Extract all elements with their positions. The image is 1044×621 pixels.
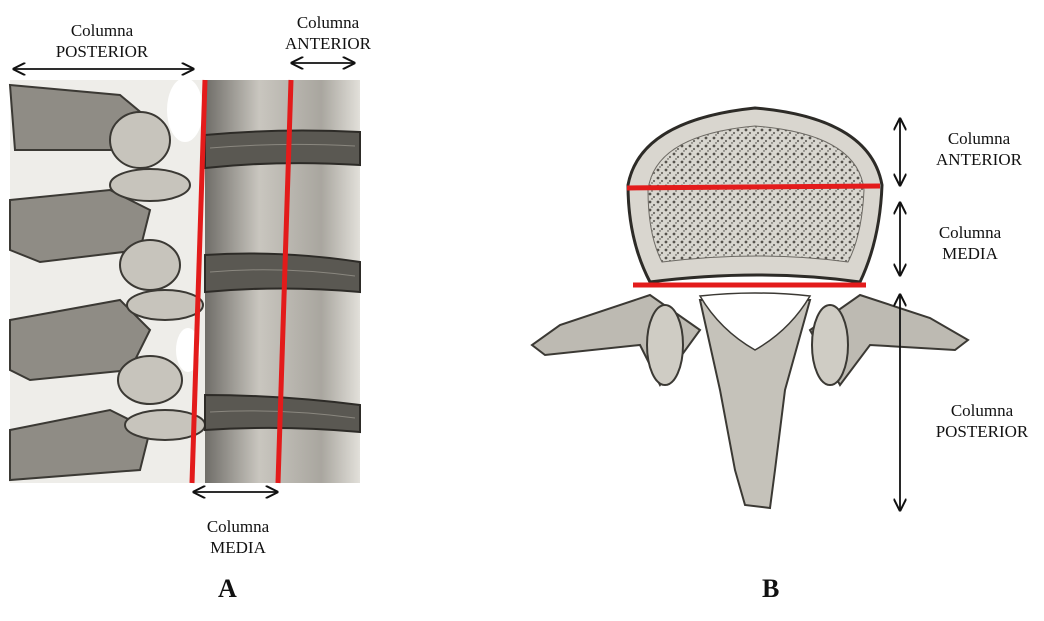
label-a-anterior: Columna ANTERIOR: [272, 12, 384, 54]
label-b-posterior-name: POSTERIOR: [924, 421, 1040, 442]
label-b-media-word: Columna: [920, 222, 1020, 243]
label-a-posterior: Columna POSTERIOR: [24, 20, 180, 62]
panel-label-b: B: [762, 574, 779, 604]
label-a-posterior-name: POSTERIOR: [24, 41, 180, 62]
label-b-posterior-word: Columna: [924, 400, 1040, 421]
label-a-media: Columna MEDIA: [188, 516, 288, 558]
label-b-media: Columna MEDIA: [920, 222, 1020, 264]
label-a-media-word: Columna: [188, 516, 288, 537]
label-b-anterior-word: Columna: [922, 128, 1036, 149]
label-b-media-name: MEDIA: [920, 243, 1020, 264]
label-b-posterior: Columna POSTERIOR: [924, 400, 1040, 442]
label-a-anterior-name: ANTERIOR: [272, 33, 384, 54]
axial-vertebra-illustration: [532, 108, 968, 508]
anterior-media-divider-b: [627, 186, 880, 188]
label-b-anterior-name: ANTERIOR: [922, 149, 1036, 170]
lateral-spine-illustration: [10, 78, 360, 483]
label-a-posterior-word: Columna: [24, 20, 180, 41]
label-a-anterior-word: Columna: [272, 12, 384, 33]
panel-label-a: A: [218, 574, 237, 604]
label-a-media-name: MEDIA: [188, 537, 288, 558]
label-b-anterior: Columna ANTERIOR: [922, 128, 1036, 170]
